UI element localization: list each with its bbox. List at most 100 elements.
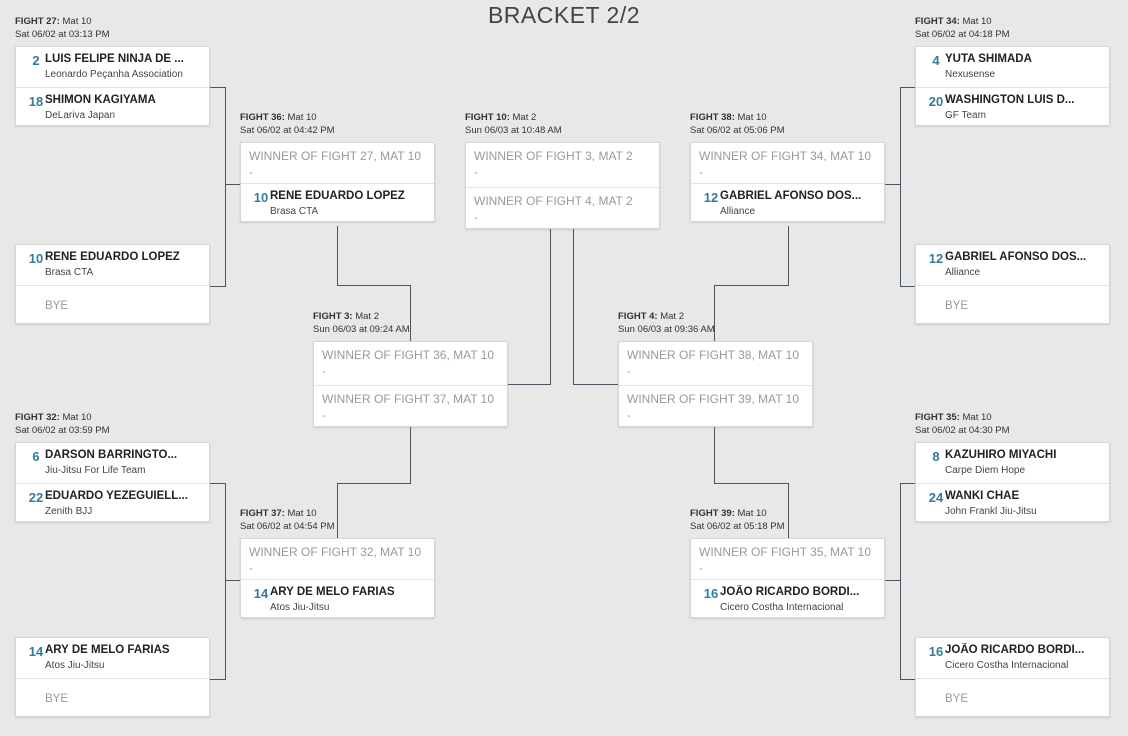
competitor-slot[interactable]: 2 LUIS FELIPE NINJA DE ... Leonardo Peça… xyxy=(16,47,209,87)
bracket-line xyxy=(900,483,901,680)
empty-team: - xyxy=(699,563,703,575)
fight-time: Sat 06/02 at 04:30 PM xyxy=(915,425,1010,436)
fight-mat: Mat 10 xyxy=(959,412,992,423)
seed-number: 22 xyxy=(28,490,44,505)
competitor-name[interactable]: GABRIEL AFONSO DOS... xyxy=(945,251,1087,263)
competitor-slot[interactable]: 20 WASHINGTON LUIS D... GF Team xyxy=(916,87,1109,127)
competitor-name[interactable]: RENE EDUARDO LOPEZ xyxy=(45,251,180,263)
placeholder-slot: WINNER OF FIGHT 39, MAT 10 - xyxy=(619,385,812,425)
match-card[interactable]: WINNER OF FIGHT 38, MAT 10 - WINNER OF F… xyxy=(618,341,813,427)
match-card[interactable]: 12 GABRIEL AFONSO DOS... Alliance BYE xyxy=(915,244,1110,324)
bracket-line xyxy=(788,483,789,538)
competitor-name[interactable]: YUTA SHIMADA xyxy=(945,53,1032,65)
team-name: Alliance xyxy=(720,206,756,217)
match-card[interactable]: 4 YUTA SHIMADA Nexusense 20 WASHINGTON L… xyxy=(915,46,1110,126)
fight-time: Sun 06/03 at 10:48 AM xyxy=(465,125,562,136)
bracket-line xyxy=(714,427,715,484)
competitor-slot[interactable]: 16 JOÃO RICARDO BORDI... Cicero Costha I… xyxy=(916,638,1109,678)
competitor-slot[interactable]: 22 EDUARDO YEZEGUIELL... Zenith BJJ xyxy=(16,483,209,523)
competitor-name[interactable]: EDUARDO YEZEGUIELL... xyxy=(45,490,188,502)
team-name: Carpe Diem Hope xyxy=(945,465,1026,476)
fight-number: FIGHT 27: xyxy=(15,16,60,27)
team-name: John Frankl Jiu-Jitsu xyxy=(945,506,1037,517)
seed-number: 4 xyxy=(932,53,940,68)
competitor-slot[interactable]: 8 KAZUHIRO MIYACHI Carpe Diem Hope xyxy=(916,443,1109,483)
empty-team: - xyxy=(699,167,703,179)
bracket-line xyxy=(210,286,225,287)
placeholder-slot: WINNER OF FIGHT 27, MAT 10 - xyxy=(241,143,434,183)
seed-number: 2 xyxy=(32,53,40,68)
empty-team: - xyxy=(249,563,253,575)
bracket-line xyxy=(337,226,338,286)
bye-slot: BYE xyxy=(16,678,209,718)
competitor-name[interactable]: KAZUHIRO MIYACHI xyxy=(945,449,1057,461)
winner-placeholder: WINNER OF FIGHT 32, MAT 10 xyxy=(249,545,422,559)
fight-header: FIGHT 37: Mat 10 Sat 06/02 at 04:54 PM xyxy=(240,507,335,533)
match-card[interactable]: WINNER OF FIGHT 32, MAT 10 - 14 ARY DE M… xyxy=(240,538,435,618)
winner-placeholder: WINNER OF FIGHT 35, MAT 10 xyxy=(699,545,872,559)
bracket-line xyxy=(714,285,789,286)
competitor-slot[interactable]: 12 GABRIEL AFONSO DOS... Alliance xyxy=(916,245,1109,285)
match-card[interactable]: WINNER OF FIGHT 3, MAT 2 - WINNER OF FIG… xyxy=(465,142,660,229)
bracket-line xyxy=(508,384,551,385)
fight-time: Sat 06/02 at 03:59 PM xyxy=(15,425,110,436)
match-card[interactable]: 6 DARSON BARRINGTO... Jiu-Jitsu For Life… xyxy=(15,442,210,522)
competitor-slot[interactable]: 14 ARY DE MELO FARIAS Atos Jiu-Jitsu xyxy=(241,579,434,619)
competitor-slot[interactable]: 4 YUTA SHIMADA Nexusense xyxy=(916,47,1109,87)
competitor-slot[interactable]: 10 RENE EDUARDO LOPEZ Brasa CTA xyxy=(241,183,434,223)
seed-number: 10 xyxy=(253,190,269,205)
empty-team: - xyxy=(627,366,631,378)
competitor-name[interactable]: GABRIEL AFONSO DOS... xyxy=(720,190,862,202)
seed-number: 14 xyxy=(28,644,44,659)
competitor-name[interactable]: SHIMON KAGIYAMA xyxy=(45,94,156,106)
match-card[interactable]: 10 RENE EDUARDO LOPEZ Brasa CTA BYE xyxy=(15,244,210,324)
empty-team: - xyxy=(474,167,478,179)
competitor-name[interactable]: DARSON BARRINGTO... xyxy=(45,449,178,461)
team-name: DeLariva Japan xyxy=(45,110,116,121)
competitor-slot[interactable]: 14 ARY DE MELO FARIAS Atos Jiu-Jitsu xyxy=(16,638,209,678)
winner-placeholder: WINNER OF FIGHT 37, MAT 10 xyxy=(322,392,495,406)
team-name: Leonardo Peçanha Association xyxy=(45,69,183,80)
fight-time: Sat 06/02 at 05:06 PM xyxy=(690,125,785,136)
competitor-slot[interactable]: 18 SHIMON KAGIYAMA DeLariva Japan xyxy=(16,87,209,127)
competitor-name[interactable]: ARY DE MELO FARIAS xyxy=(270,586,395,598)
placeholder-slot: WINNER OF FIGHT 32, MAT 10 - xyxy=(241,539,434,579)
match-card[interactable]: 14 ARY DE MELO FARIAS Atos Jiu-Jitsu BYE xyxy=(15,637,210,717)
match-card[interactable]: WINNER OF FIGHT 34, MAT 10 - 12 GABRIEL … xyxy=(690,142,885,222)
competitor-name[interactable]: RENE EDUARDO LOPEZ xyxy=(270,190,405,202)
match-card[interactable]: 8 KAZUHIRO MIYACHI Carpe Diem Hope 24 WA… xyxy=(915,442,1110,522)
fight-header: FIGHT 35: Mat 10 Sat 06/02 at 04:30 PM xyxy=(915,411,1010,437)
match-card[interactable]: WINNER OF FIGHT 27, MAT 10 - 10 RENE EDU… xyxy=(240,142,435,222)
seed-number: 12 xyxy=(703,190,719,205)
fight-mat: Mat 10 xyxy=(734,508,767,519)
competitor-name[interactable]: ARY DE MELO FARIAS xyxy=(45,644,170,656)
competitor-slot[interactable]: 6 DARSON BARRINGTO... Jiu-Jitsu For Life… xyxy=(16,443,209,483)
competitor-name[interactable]: JOÃO RICARDO BORDI... xyxy=(945,644,1085,656)
empty-team: - xyxy=(249,167,253,179)
bracket-line xyxy=(900,679,915,680)
match-card[interactable]: WINNER OF FIGHT 35, MAT 10 - 16 JOÃO RIC… xyxy=(690,538,885,618)
winner-placeholder: WINNER OF FIGHT 34, MAT 10 xyxy=(699,149,872,163)
fight-mat: Mat 2 xyxy=(657,311,684,322)
fight-number: FIGHT 37: xyxy=(240,508,285,519)
competitor-name[interactable]: WASHINGTON LUIS D... xyxy=(945,94,1075,106)
competitor-slot[interactable]: 12 GABRIEL AFONSO DOS... Alliance xyxy=(691,183,884,223)
bracket-line xyxy=(225,580,240,581)
competitor-name[interactable]: LUIS FELIPE NINJA DE ... xyxy=(45,53,184,65)
match-card[interactable]: WINNER OF FIGHT 36, MAT 10 - WINNER OF F… xyxy=(313,341,508,427)
match-card[interactable]: 2 LUIS FELIPE NINJA DE ... Leonardo Peça… xyxy=(15,46,210,126)
competitor-slot[interactable]: 24 WANKI CHAE John Frankl Jiu-Jitsu xyxy=(916,483,1109,523)
seed-number: 16 xyxy=(703,586,719,601)
competitor-slot[interactable]: 10 RENE EDUARDO LOPEZ Brasa CTA xyxy=(16,245,209,285)
competitor-name[interactable]: WANKI CHAE xyxy=(945,490,1020,502)
fight-time: Sat 06/02 at 04:18 PM xyxy=(915,29,1010,40)
competitor-name[interactable]: JOÃO RICARDO BORDI... xyxy=(720,586,860,598)
seed-number: 16 xyxy=(928,644,944,659)
empty-team: - xyxy=(322,410,326,422)
fight-time: Sat 06/02 at 03:13 PM xyxy=(15,29,110,40)
match-card[interactable]: 16 JOÃO RICARDO BORDI... Cicero Costha I… xyxy=(915,637,1110,717)
winner-placeholder: WINNER OF FIGHT 4, MAT 2 xyxy=(474,194,633,208)
bracket-line xyxy=(714,285,715,341)
competitor-slot[interactable]: 16 JOÃO RICARDO BORDI... Cicero Costha I… xyxy=(691,579,884,619)
bracket-line xyxy=(225,87,226,287)
